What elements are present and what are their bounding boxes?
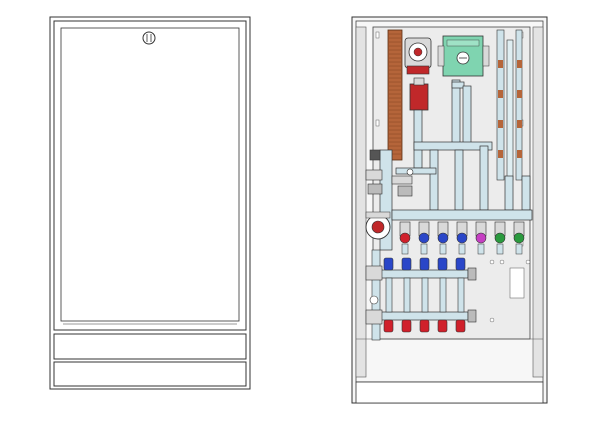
pump-upper (404, 37, 432, 75)
supply-valve (419, 257, 430, 271)
return-valve (401, 319, 412, 333)
door-lock (142, 31, 156, 45)
return-valve (437, 319, 448, 333)
plinth-upper (53, 333, 247, 360)
manifold-risers (371, 249, 465, 341)
cabinet-frame (49, 16, 251, 390)
return-valve (383, 319, 394, 333)
supply-valve (437, 257, 448, 271)
return-valve (455, 319, 466, 333)
supply-valve (401, 257, 412, 271)
distribution-valve (513, 221, 525, 255)
distribution-valve (399, 221, 411, 255)
manifold-end-fittings (365, 265, 477, 325)
supply-valve (455, 257, 466, 271)
heat-exchanger (387, 29, 403, 161)
distribution-manifold (391, 209, 533, 255)
side-wall-right (532, 26, 544, 378)
distribution-valve (494, 221, 506, 255)
return-valve (419, 319, 430, 333)
pump-lower (365, 211, 391, 240)
distribution-valve (437, 221, 449, 255)
distribution-valve (418, 221, 430, 255)
open-view-installed (351, 16, 548, 404)
flow-meters (496, 29, 523, 181)
plinth-lower (53, 361, 247, 387)
fittings-left (365, 149, 414, 197)
supply-valve (383, 257, 394, 271)
distribution-valve (475, 221, 487, 255)
door-inner-panel (60, 27, 240, 322)
door-panel (53, 20, 247, 331)
front-view-closed (49, 16, 251, 390)
distribution-valve (456, 221, 468, 255)
lock-icon (142, 31, 156, 45)
plinth-open (355, 381, 544, 404)
control-module (437, 35, 490, 77)
side-wall-left (355, 26, 367, 378)
